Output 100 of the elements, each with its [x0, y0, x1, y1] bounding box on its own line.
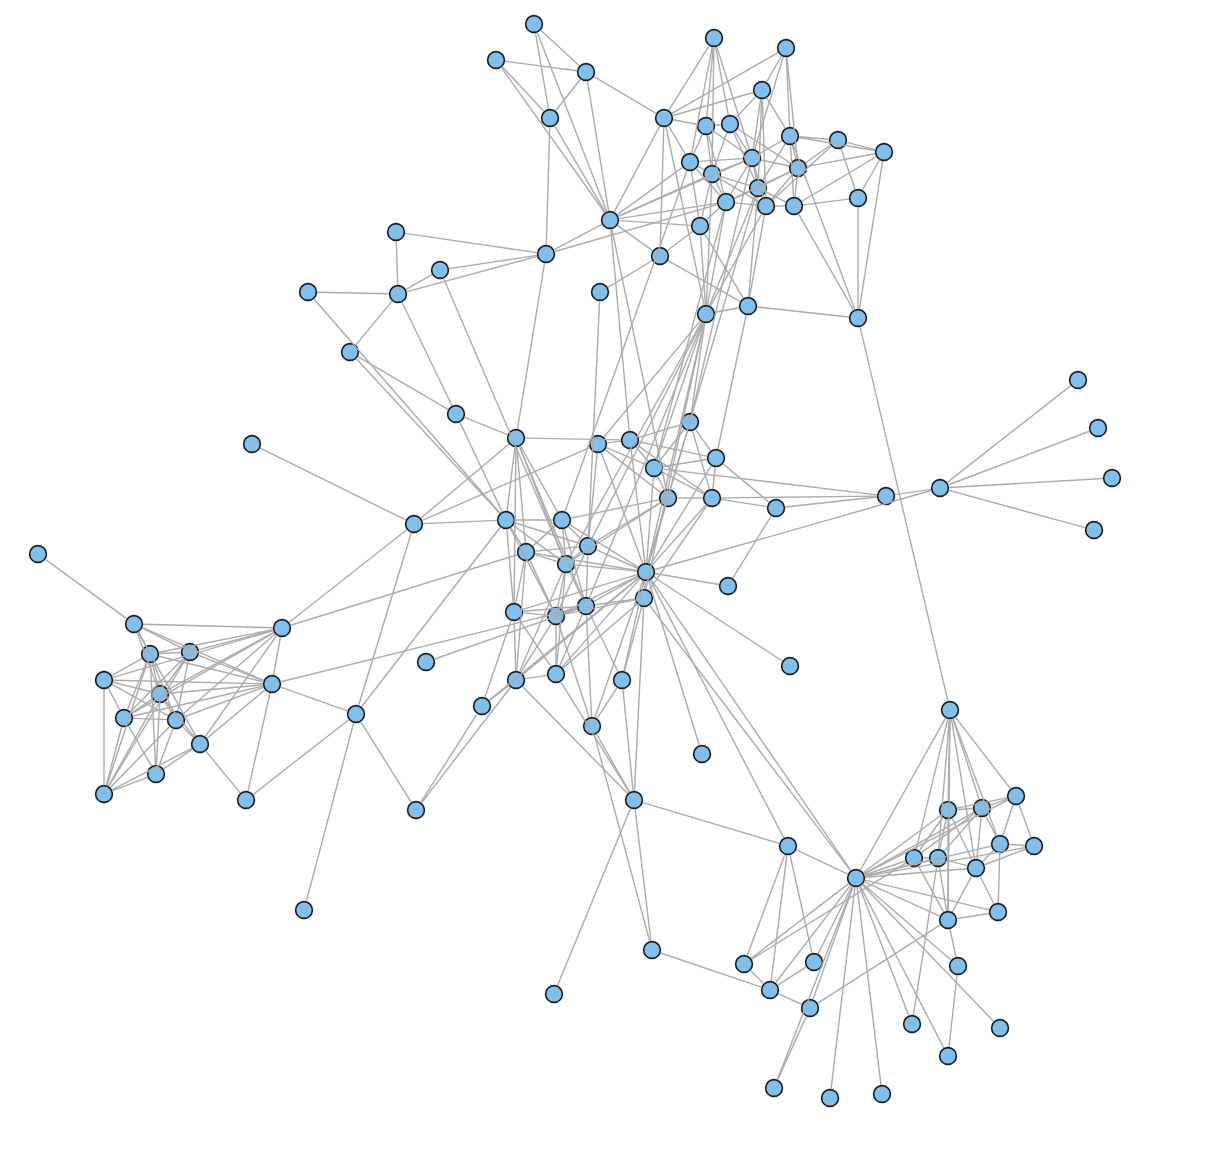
- connector-line: [840, 148, 856, 190]
- connector-line: [761, 98, 767, 198]
- connector-line: [690, 170, 700, 218]
- node-circle: [716, 192, 736, 212]
- connector-line: [522, 573, 638, 611]
- connector-line: [951, 875, 973, 913]
- connector-line: [760, 159, 790, 167]
- connector-line: [856, 886, 882, 1086]
- connector-line: [733, 131, 756, 181]
- connector-line: [563, 528, 585, 598]
- connector-line: [562, 603, 638, 669]
- node-circle: [150, 684, 170, 704]
- node-circle: [696, 116, 716, 136]
- connector-line: [106, 662, 148, 786]
- connector-line: [948, 489, 1086, 529]
- node-circle: [114, 708, 134, 728]
- node-circle: [876, 486, 896, 506]
- node-circle: [612, 670, 632, 690]
- connector-line: [647, 506, 667, 564]
- connector-line: [168, 684, 264, 694]
- node-circle: [734, 954, 754, 974]
- connector-line: [512, 524, 560, 560]
- connector-line: [715, 181, 723, 195]
- connector-line: [947, 818, 949, 912]
- connector-line: [812, 885, 854, 1001]
- connector-line: [44, 558, 128, 620]
- connector-line: [459, 421, 503, 513]
- node-circle: [654, 108, 674, 128]
- connector-line: [697, 165, 705, 171]
- connector-line: [131, 631, 275, 715]
- connector-line: [395, 240, 399, 286]
- node-circle: [544, 984, 564, 1004]
- connector-line: [141, 627, 183, 649]
- connector-line: [177, 660, 189, 712]
- connector-line: [107, 701, 157, 787]
- connector-line: [917, 865, 945, 913]
- connector-line: [732, 515, 772, 579]
- connector-line: [421, 447, 591, 522]
- connector-line: [798, 136, 876, 152]
- connector-line: [753, 166, 757, 180]
- connector-line: [938, 718, 950, 850]
- connector-line: [406, 255, 538, 293]
- connector-line: [130, 698, 154, 714]
- connector-line: [360, 526, 502, 708]
- connector-line: [151, 662, 159, 686]
- node-circle: [546, 606, 566, 626]
- node-circle: [756, 196, 776, 216]
- connector-line: [666, 230, 694, 252]
- connector-line: [181, 725, 195, 739]
- node-circle: [848, 188, 868, 208]
- connector-line: [420, 713, 478, 803]
- node-circle: [546, 664, 566, 684]
- connector-line: [132, 685, 264, 717]
- connector-line: [720, 495, 878, 499]
- connector-line: [943, 814, 977, 852]
- connector-line: [734, 202, 758, 206]
- node-circle: [576, 596, 596, 616]
- node-circle: [446, 404, 466, 424]
- connector-line: [646, 476, 654, 564]
- connector-line: [524, 674, 548, 680]
- connector-line: [938, 866, 948, 912]
- node-circle: [972, 798, 992, 818]
- connector-line: [947, 430, 1091, 486]
- node-circle: [262, 674, 282, 694]
- connector-line: [556, 807, 632, 987]
- connector-line: [603, 320, 701, 438]
- connector-line: [108, 659, 186, 787]
- connector-line: [595, 733, 631, 793]
- connector-line: [693, 133, 703, 155]
- connector-line: [572, 551, 582, 559]
- connector-line: [802, 198, 850, 206]
- connector-line: [659, 126, 665, 248]
- connector-line: [518, 571, 564, 673]
- connector-line: [699, 234, 707, 306]
- connector-line: [158, 655, 264, 683]
- connector-line: [316, 291, 390, 295]
- connector-line: [765, 191, 787, 203]
- node-circle: [766, 498, 786, 518]
- node-circle: [1006, 786, 1026, 806]
- node-circle: [340, 342, 360, 362]
- connector-line: [861, 883, 995, 1023]
- node-circle: [680, 412, 700, 432]
- connector-line: [521, 685, 629, 795]
- connector-line: [794, 176, 798, 198]
- connector-line: [636, 444, 706, 494]
- connector-line: [553, 223, 603, 251]
- connector-line: [644, 580, 646, 590]
- node-circle: [846, 868, 866, 888]
- connector-line: [990, 798, 1009, 806]
- connector-line: [405, 273, 433, 291]
- node-circle: [94, 670, 114, 690]
- node-circle: [140, 644, 160, 664]
- connector-line: [509, 527, 553, 609]
- node-circle: [1068, 370, 1088, 390]
- connector-line: [111, 776, 149, 792]
- connector-line: [705, 182, 713, 306]
- node-circle: [430, 260, 450, 280]
- node-circle: [634, 588, 654, 608]
- connector-line: [804, 144, 832, 164]
- connector-line: [1008, 843, 1026, 847]
